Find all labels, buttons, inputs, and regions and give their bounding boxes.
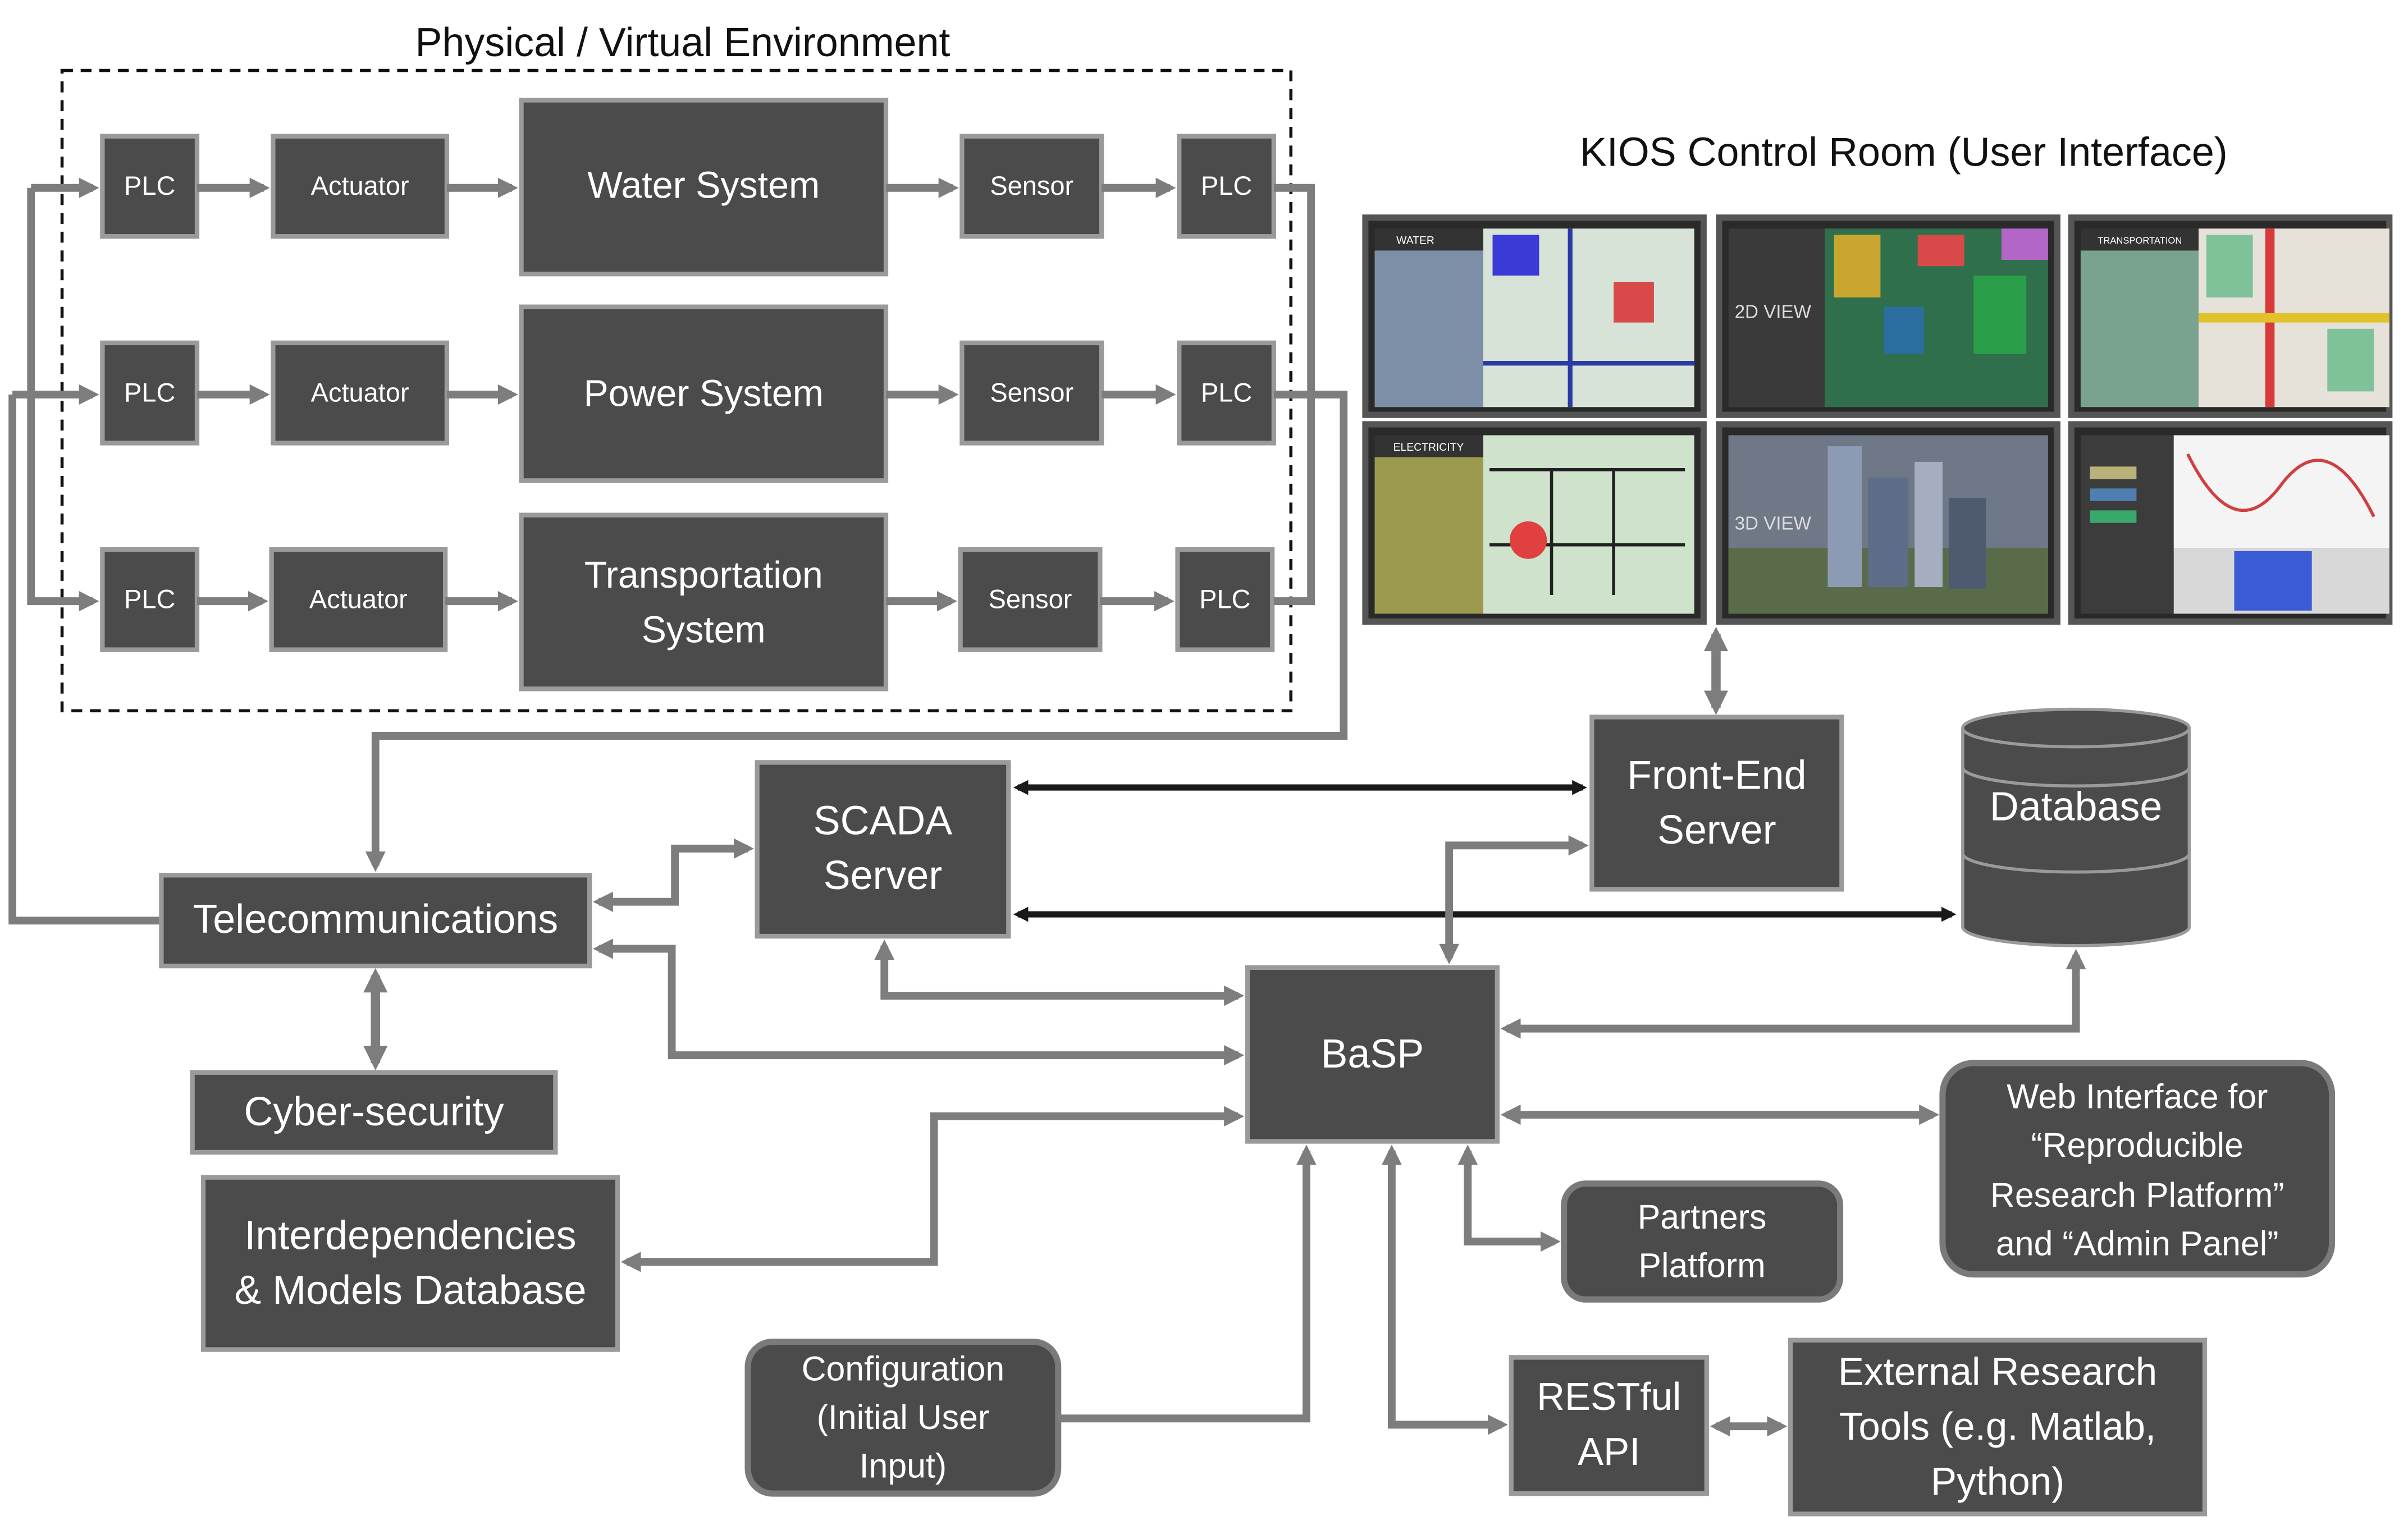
row-power: PLC Actuator Power System Sensor PLC xyxy=(100,304,1277,483)
screen-2d-view: 2D VIEW xyxy=(1716,214,2060,418)
backend-connectors xyxy=(363,626,2086,1437)
partners-label-line2: Platform xyxy=(1638,1246,1765,1284)
config-label-line2: (Initial User xyxy=(817,1398,989,1436)
screen-2d-label: 2D VIEW xyxy=(1735,302,1812,323)
system-transport-line1: Transportation xyxy=(584,555,823,596)
plc-out-water: PLC xyxy=(1201,171,1252,201)
web-label-line2: “Reproducible xyxy=(2031,1126,2243,1164)
frontend-label-line2: Server xyxy=(1657,808,1776,853)
scada-label-line2: Server xyxy=(824,853,943,898)
system-transport-line2: System xyxy=(642,609,766,651)
control-room-title: KIOS Control Room (User Interface) xyxy=(1580,130,2228,175)
config-label-line3: Input) xyxy=(860,1446,947,1485)
row-transportation: PLC Actuator Transportation System Senso… xyxy=(100,512,1275,691)
plc-input-bus xyxy=(8,177,162,925)
plc-in-water: PLC xyxy=(124,171,175,201)
plc-in-transport: PLC xyxy=(124,584,175,614)
screen-dashboard xyxy=(2068,421,2393,625)
web-label-line1: Web Interface for xyxy=(2007,1077,2268,1115)
external-label-line1: External Research xyxy=(1838,1349,2157,1393)
screen-3d-view: 3D VIEW xyxy=(1716,421,2060,625)
frontend-label-line1: Front-End xyxy=(1627,753,1806,798)
plc-output-bus xyxy=(365,184,1348,872)
system-power: Power System xyxy=(584,373,824,414)
control-room-screens: WATER 2D VIEW TRANSPORTATION xyxy=(1362,214,2393,625)
config-label-line1: Configuration xyxy=(802,1349,1005,1387)
plc-in-power: PLC xyxy=(124,378,175,407)
interdep-label-line2: & Models Database xyxy=(234,1268,586,1313)
restful-label-line2: API xyxy=(1578,1429,1640,1473)
web-label-line3: Research Platform” xyxy=(1990,1176,2284,1214)
screen-transportation: TRANSPORTATION xyxy=(2068,214,2393,418)
row-water: PLC Actuator Water System Sensor PLC xyxy=(100,98,1277,277)
actuator-water: Actuator xyxy=(311,171,409,201)
config-box: Configuration (Initial User Input) xyxy=(744,1338,1062,1497)
telecom-box: Telecommunications xyxy=(159,873,592,969)
interdep-box: Interdependencies & Models Database xyxy=(200,1175,620,1352)
telecom-label: Telecommunications xyxy=(193,897,558,942)
web-label-line4: and “Admin Panel” xyxy=(1996,1224,2279,1262)
sensor-transport: Sensor xyxy=(989,584,1072,614)
basp-box: BaSP xyxy=(1245,965,1500,1144)
scada-box: SCADA Server xyxy=(755,760,1011,939)
partners-box: Partners Platform xyxy=(1561,1180,1844,1303)
sensor-water: Sensor xyxy=(990,171,1073,201)
row-flow-arrows xyxy=(197,177,1176,612)
frontend-box: Front-End Server xyxy=(1589,714,1844,892)
environment-title: Physical / Virtual Environment xyxy=(415,20,951,65)
screen-3d-label: 3D VIEW xyxy=(1735,513,1812,534)
cyber-box: Cyber-security xyxy=(190,1070,558,1155)
screen-water: WATER xyxy=(1362,214,1707,418)
basp-label: BaSP xyxy=(1320,1032,1424,1077)
sensor-power: Sensor xyxy=(990,378,1073,407)
web-interface-box: Web Interface for “Reproducible Research… xyxy=(1939,1060,2336,1278)
system-water: Water System xyxy=(587,164,820,206)
plc-out-power: PLC xyxy=(1201,378,1252,407)
restful-box: RESTful API xyxy=(1509,1355,1710,1496)
screen-electricity: ELECTRICITY xyxy=(1362,421,1707,625)
screen-transportation-label: TRANSPORTATION xyxy=(2098,235,2182,246)
plc-out-transport: PLC xyxy=(1199,584,1250,614)
restful-label-line1: RESTful xyxy=(1537,1375,1681,1418)
partners-label-line1: Partners xyxy=(1638,1198,1767,1236)
screen-electricity-label: ELECTRICITY xyxy=(1393,441,1464,454)
actuator-power: Actuator xyxy=(311,378,409,407)
external-label-line3: Python) xyxy=(1931,1459,2064,1503)
cyber-label: Cyber-security xyxy=(244,1089,504,1134)
actuator-transport: Actuator xyxy=(309,584,408,614)
database-label: Database xyxy=(1990,784,2163,829)
interdep-label-line1: Interdependencies xyxy=(244,1213,576,1258)
scada-label-line1: SCADA xyxy=(814,798,952,843)
screen-water-label: WATER xyxy=(1396,235,1434,247)
database-cylinder: Database xyxy=(1961,707,2191,947)
external-label-line2: Tools (e.g. Matlab, xyxy=(1839,1404,2156,1448)
external-tools-box: External Research Tools (e.g. Matlab, Py… xyxy=(1788,1338,2208,1517)
